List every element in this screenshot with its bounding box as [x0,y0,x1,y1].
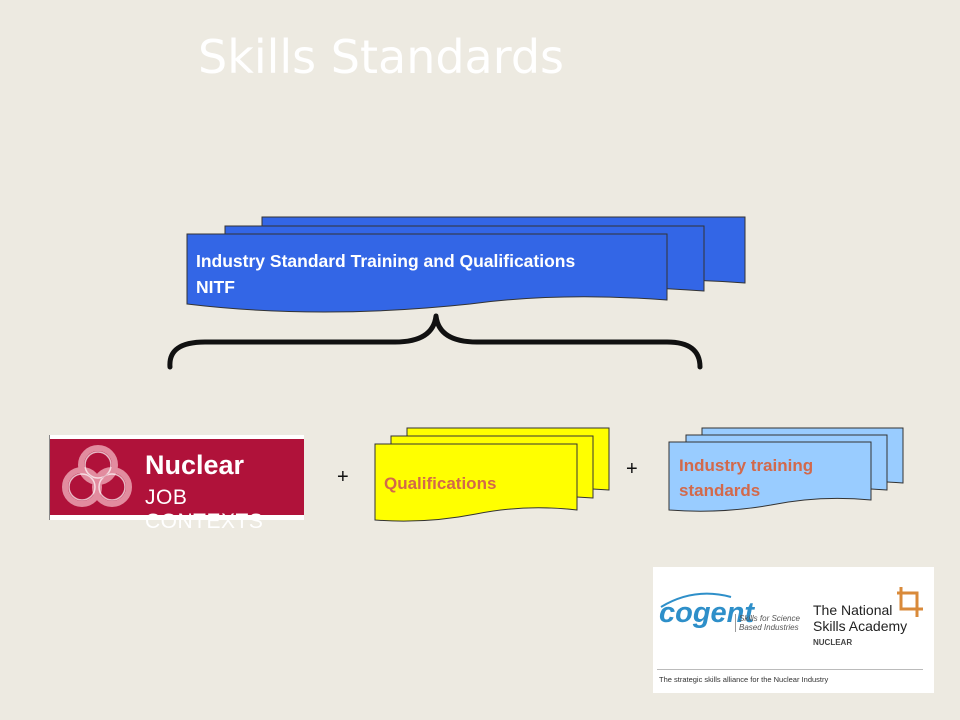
doc-front [374,443,578,522]
top-doc-line2: NITF [196,277,235,297]
nuclear-job-contexts-logo: Nuclear JOB CONTEXTS [49,435,304,533]
logo-divider [657,669,923,670]
academy-crop-icon [897,587,923,617]
academy-sub: NUCLEAR [813,638,853,647]
curly-brace [167,313,703,370]
top-doc-line1: Industry Standard Training and Qualifica… [196,251,576,271]
cogent-nsa-logo: cogent Skills for Science Based Industri… [653,567,934,693]
plus-sign-2: + [626,458,638,480]
job-contexts-word: JOB CONTEXTS [145,486,264,533]
academy-name: The National Skills Academy [813,602,908,634]
logo-footer: The strategic skills alliance for the Nu… [659,675,829,684]
doc-front [668,441,872,512]
nuclear-logo-word: Nuclear [145,450,245,480]
doc-front [186,233,668,313]
cogent-brand: cogent [659,597,755,629]
training-standards-label: Industry training standards [679,456,814,500]
plus-sign-1: + [337,466,349,488]
top-doc-text: Industry Standard Training and Qualifica… [196,248,666,300]
industry-standard-document-stack [186,216,746,313]
cogent-tagline: Skills for Science Based Industries [735,614,811,632]
swoosh-icon [660,592,732,608]
training-standards-document-stack [668,427,904,512]
slide-title: Skills Standards [198,30,565,84]
qualifications-label: Qualifications [384,474,497,493]
rings-icon [62,445,132,507]
nuclear-logo-banner: Nuclear JOB CONTEXTS [50,439,304,533]
qualifications-document-stack [374,427,610,522]
